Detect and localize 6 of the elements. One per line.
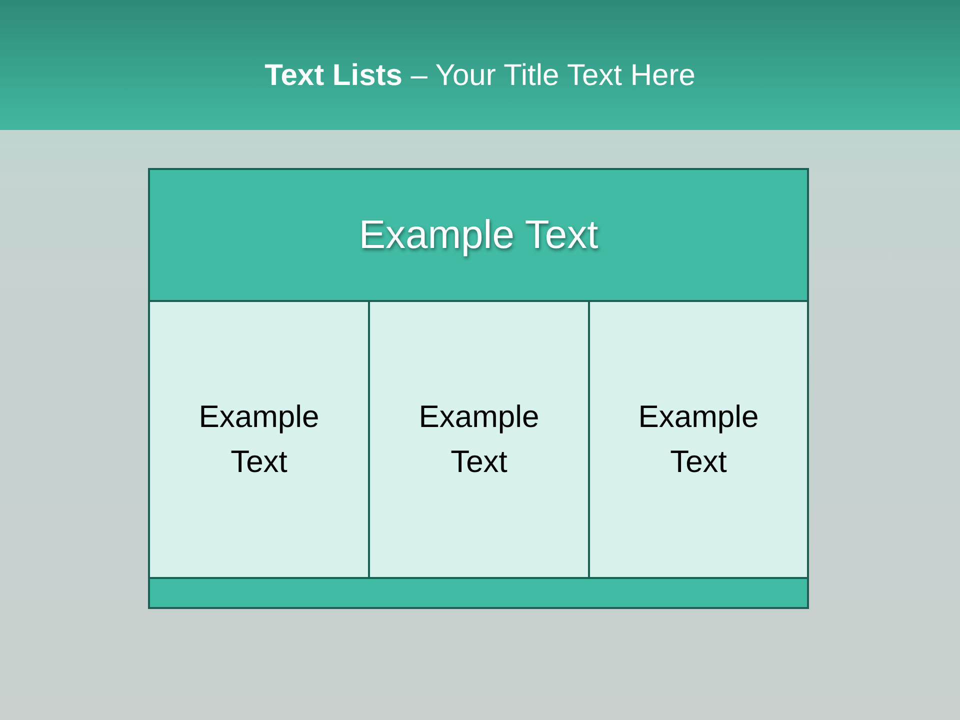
text-panel: Example Text <box>368 300 590 579</box>
text-panel: Example Text <box>148 300 370 579</box>
slide-title: Text Lists – Your Title Text Here <box>264 58 696 94</box>
header-band: Example Text <box>148 168 809 302</box>
footer-bar <box>148 577 809 609</box>
text-panel: Example Text <box>588 300 809 579</box>
